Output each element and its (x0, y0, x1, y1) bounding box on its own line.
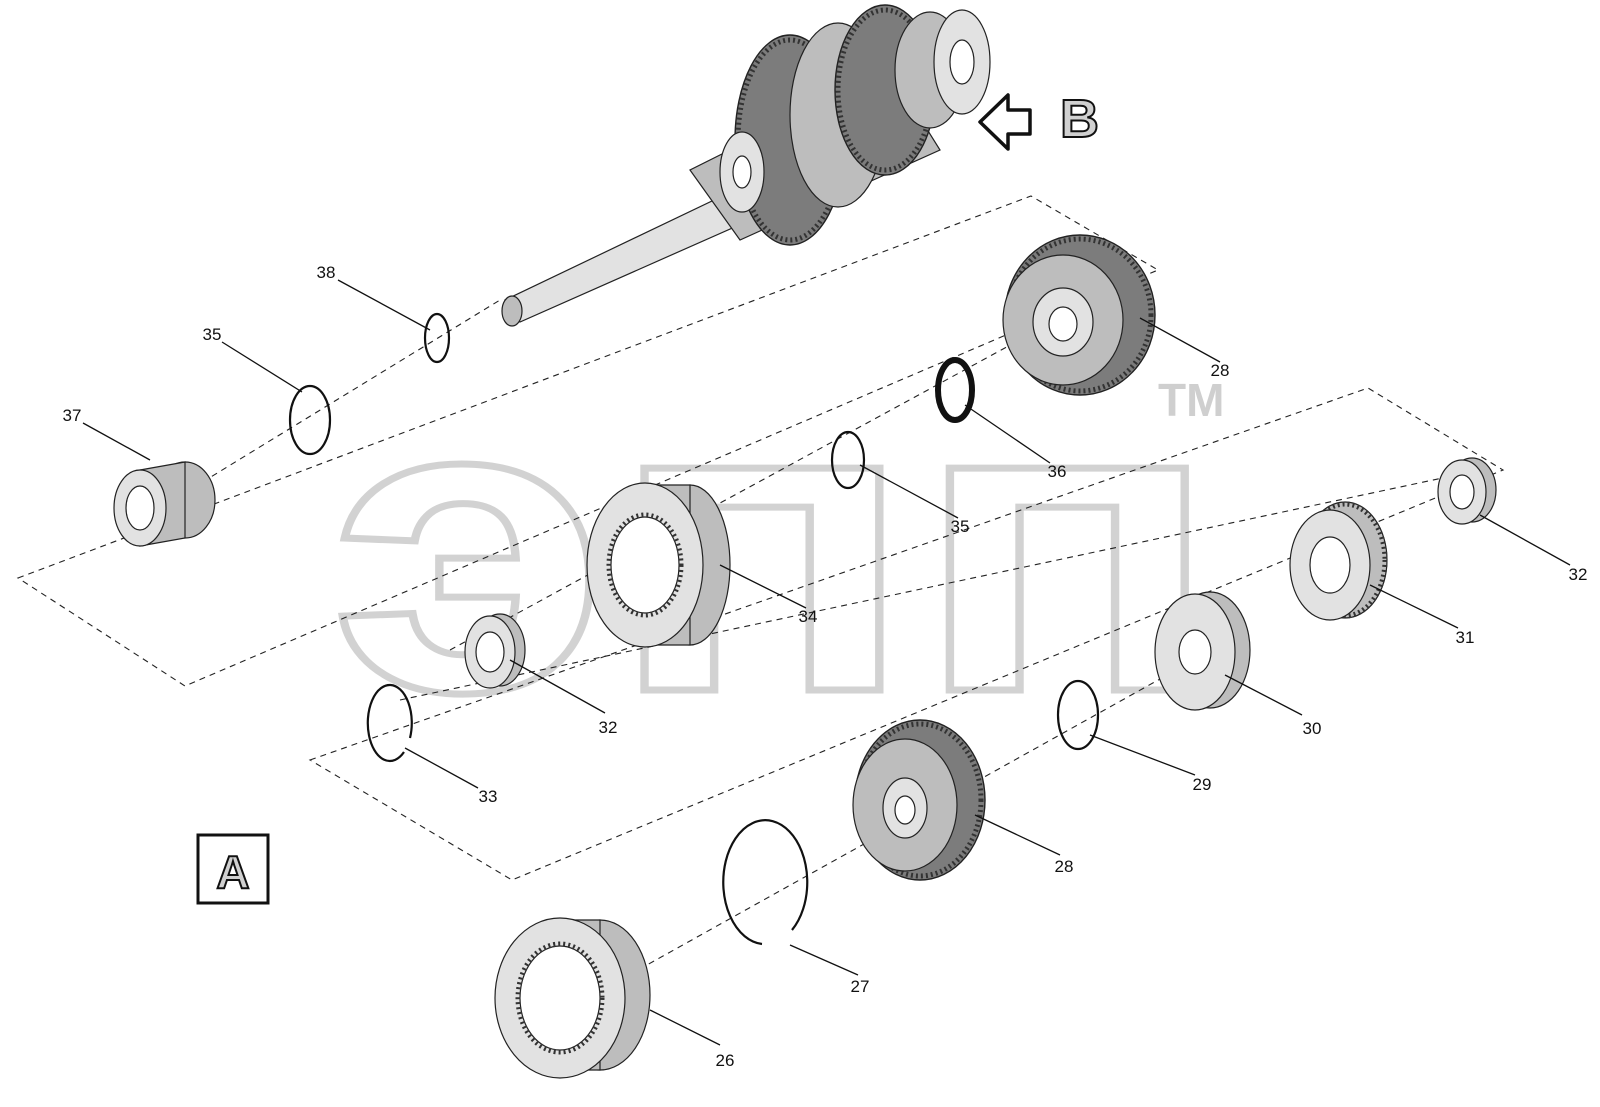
callouts: 38 35 37 28 36 35 34 32 33 32 31 30 29 2… (63, 263, 1588, 1070)
callout-38: 38 (317, 263, 336, 282)
callout-34: 34 (799, 607, 818, 626)
callout-31: 31 (1456, 628, 1475, 647)
callout-35-lower: 35 (951, 517, 970, 536)
callout-36: 36 (1048, 462, 1067, 481)
part-32-bearing-right (1437, 457, 1497, 525)
callout-28-lower: 28 (1055, 857, 1074, 876)
assembly-boundary-lower (308, 387, 1505, 881)
part-37-bushing (113, 461, 216, 547)
part-27-snap-ring (722, 819, 809, 946)
trademark-text: TM (1158, 374, 1224, 426)
callout-32-left: 32 (599, 718, 618, 737)
callout-35-upper: 35 (203, 325, 222, 344)
part-34-hub (586, 482, 731, 648)
part-35-ring-upper (288, 384, 332, 456)
callout-27: 27 (851, 977, 870, 996)
part-33-snap-ring (366, 683, 413, 763)
part-29-ring (1056, 679, 1100, 751)
part-36-seal (935, 357, 975, 423)
part-28-clutch-lower (852, 719, 986, 881)
part-26-ring-gear (494, 917, 651, 1079)
callout-37: 37 (63, 406, 82, 425)
arrow-left-icon (978, 93, 1032, 151)
callout-30: 30 (1303, 719, 1322, 738)
view-a-label: A (216, 846, 249, 898)
axis-lines (164, 299, 1481, 981)
view-b-indicator: B (978, 88, 1100, 151)
part-35-ring-lower (830, 430, 866, 490)
assembly-boundary-upper (16, 195, 1160, 687)
view-a-indicator: A (196, 833, 270, 905)
view-b-label: B (1060, 89, 1099, 149)
part-31-gear (1289, 501, 1388, 621)
callout-28-upper: 28 (1211, 361, 1230, 380)
callout-33: 33 (479, 787, 498, 806)
part-32-bearing-left (464, 613, 526, 689)
callout-26: 26 (716, 1051, 735, 1070)
leader-lines (82, 279, 1571, 1046)
shaft-assembly (501, 4, 991, 327)
part-38-ring (423, 312, 451, 364)
callout-29: 29 (1193, 775, 1212, 794)
part-28-clutch-upper (1002, 234, 1156, 396)
callout-32-right: 32 (1569, 565, 1588, 584)
part-30-plate (1154, 591, 1251, 711)
